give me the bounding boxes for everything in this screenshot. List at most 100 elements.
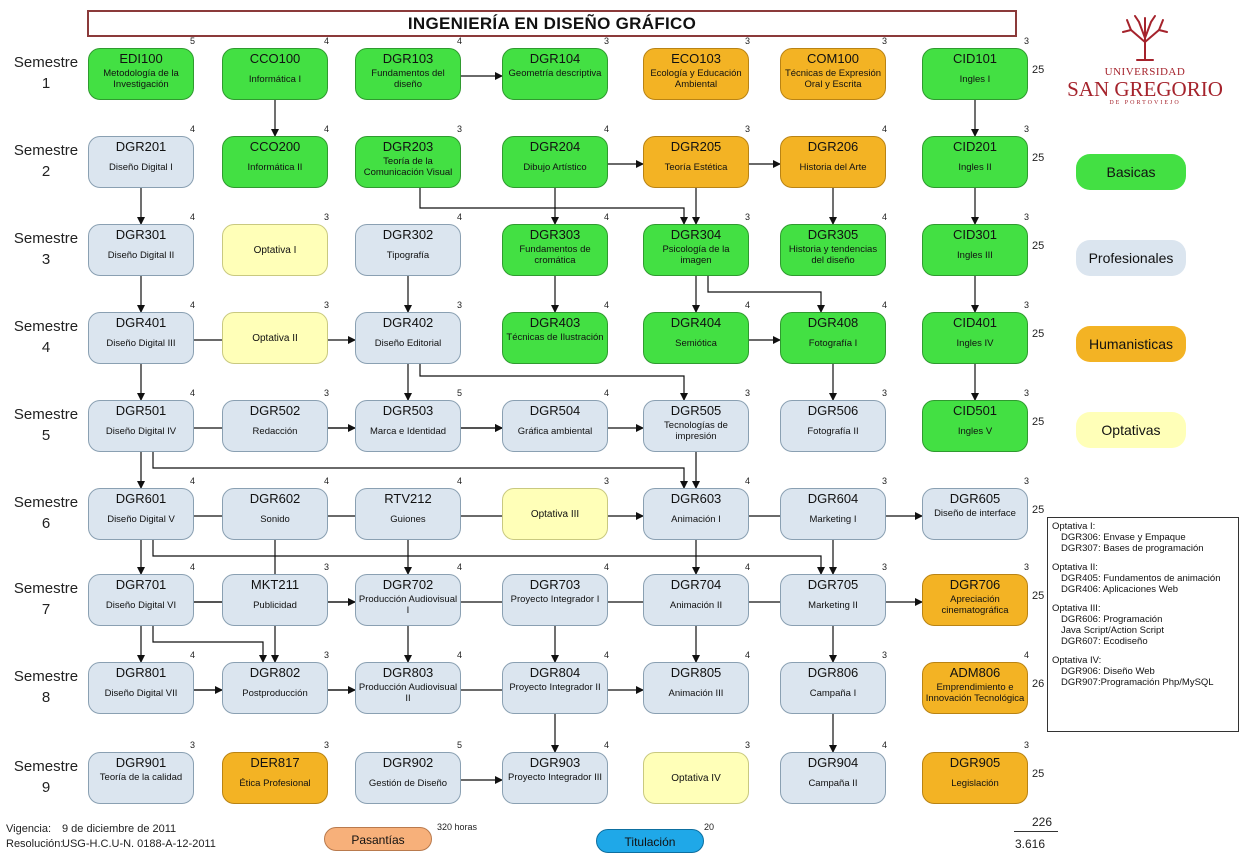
note-heading: Optativa I:	[1052, 521, 1096, 532]
course-name: Producción Audiovisual II	[358, 682, 458, 704]
course-credits: 3	[324, 740, 330, 750]
total-hours: 3.616	[1014, 837, 1046, 851]
course-name: Dibujo Artístico	[523, 162, 587, 173]
course-code: DGR605	[949, 491, 1001, 506]
semester-number: 8	[41, 689, 51, 706]
semester-word: Semestre	[13, 230, 79, 247]
course-credits: 4	[457, 650, 463, 660]
course-name: Publicidad	[253, 600, 297, 611]
course-name: Sonido	[260, 514, 290, 525]
course-code: DGR503	[382, 403, 434, 418]
course-credits: 5	[190, 36, 196, 46]
course-code: DGR703	[529, 577, 581, 592]
course-name: Marca e Identidad	[369, 426, 447, 437]
course-name: Técnicas de Ilustración	[506, 332, 604, 343]
course-credits: 3	[324, 212, 330, 222]
semester-word: Semestre	[13, 580, 79, 597]
course-credits: 3	[190, 740, 196, 750]
course-code: DGR901	[115, 755, 167, 770]
semester-number: 9	[41, 779, 51, 796]
course-code: DGR505	[670, 403, 722, 418]
course-code: DGR601	[115, 491, 167, 506]
course-code: DGR408	[807, 315, 859, 330]
semester-word: Semestre	[13, 54, 79, 71]
course-code: CID501	[952, 403, 998, 418]
course-name: Producción Audiovisual I	[358, 594, 458, 616]
course-credits: 5	[457, 740, 463, 750]
course-code: DGR801	[115, 665, 167, 680]
course-code: DGR502	[249, 403, 301, 418]
course-credits: 4	[190, 650, 196, 660]
page-title: INGENIERÍA EN DISEÑO GRÁFICO	[87, 10, 1017, 37]
course-code: DGR806	[807, 665, 859, 680]
course-name: Informática I	[248, 74, 302, 85]
course-credits: 4	[457, 36, 463, 46]
course-name: Psicología de la imagen	[662, 244, 730, 266]
university-logo: UNIVERSIDAD SAN GREGORIO DE PORTOVIEJO	[1060, 10, 1230, 120]
course-hours: 25	[1032, 768, 1045, 780]
course-credits: 3	[1024, 740, 1030, 750]
course-name: Técnicas de Expresión Oral y Escrita	[784, 68, 882, 90]
course-credits: 4	[745, 300, 751, 310]
titulacion-value: 20	[704, 822, 715, 832]
course-code: DGR104	[529, 51, 581, 66]
course-code: DGR305	[807, 227, 859, 242]
logo-line-universidad: UNIVERSIDAD	[1104, 66, 1186, 78]
course-credits: 4	[190, 562, 196, 572]
total-divider	[1014, 831, 1058, 832]
course-credits: 3	[1024, 388, 1030, 398]
course-name: Fundamentos del diseño	[371, 68, 445, 90]
note-item: Java Script/Action Script	[1061, 625, 1164, 636]
course-credits: 3	[745, 740, 751, 750]
course-code: DGR705	[807, 577, 859, 592]
course-code: ADM806	[949, 665, 1001, 680]
course-credits: 3	[457, 124, 463, 134]
course-code: DGR304	[670, 227, 722, 242]
semester-number: 4	[41, 339, 51, 356]
course-name: Diseño de interface	[934, 508, 1016, 519]
course-code: DGR401	[115, 315, 167, 330]
note-heading: Optativa II:	[1052, 562, 1098, 573]
resolucion-label: Resolución:	[6, 838, 64, 850]
note-item: DGR606: Programación	[1061, 614, 1163, 625]
course-name: Historia y tendencias del diseño	[788, 244, 878, 266]
course-code: DGR203	[382, 139, 434, 154]
course-opt3: Optativa III	[502, 488, 608, 540]
course-name: Optativa IV	[671, 773, 721, 784]
course-code: DGR103	[382, 51, 434, 66]
course-credits: 3	[1024, 476, 1030, 486]
course-code: CID101	[952, 51, 998, 66]
course-name: Metodología de la Investigación	[103, 68, 179, 90]
note-item: DGR907:Programación Php/MySQL	[1061, 677, 1214, 688]
arrow-dgr304-to-dgr408	[707, 276, 825, 313]
course-credits: 3	[745, 388, 751, 398]
course-name: Marketing II	[808, 600, 858, 611]
course-code: DGR402	[382, 315, 434, 330]
course-name: Diseño Digital II	[107, 250, 175, 261]
course-code: DGR903	[529, 755, 581, 770]
course-credits: 4	[604, 650, 610, 660]
course-name: Ingles III	[957, 250, 993, 261]
semester-word: Semestre	[13, 318, 79, 335]
